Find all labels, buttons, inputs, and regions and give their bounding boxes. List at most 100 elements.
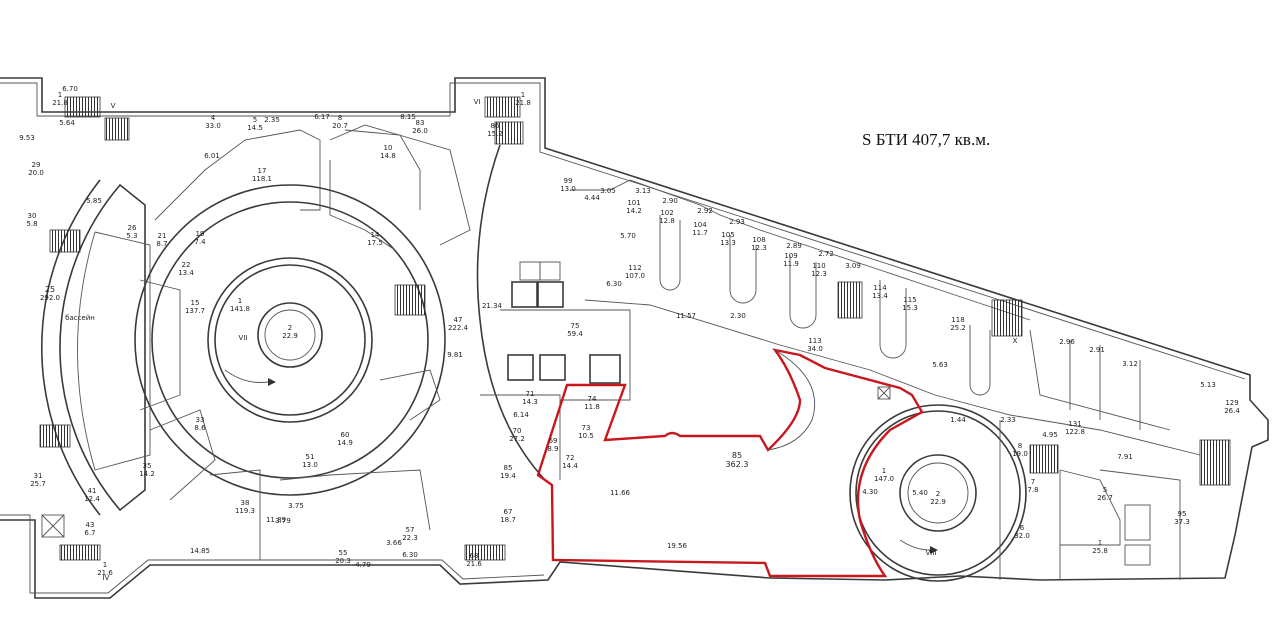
room-number: 6 bbox=[1020, 524, 1025, 532]
stair-towers bbox=[41, 96, 891, 561]
room-area: 18.7 bbox=[500, 516, 516, 524]
room-area: 22.9 bbox=[930, 498, 946, 506]
room-number: 2 bbox=[288, 324, 292, 332]
room-number: 17 bbox=[258, 167, 267, 175]
room-number: 57 bbox=[406, 526, 415, 534]
total-area-title: S БТИ 407,7 кв.м. bbox=[862, 130, 991, 149]
room-number: 1 bbox=[521, 91, 525, 99]
dimension: 2.30 bbox=[730, 312, 746, 320]
room-number: 22 bbox=[182, 261, 191, 269]
dimension: 3.75 bbox=[288, 502, 304, 510]
room-area: 21.8 bbox=[52, 99, 68, 107]
room-number: 109 bbox=[784, 252, 797, 260]
dimension: 2.92 bbox=[697, 207, 713, 215]
room-area: 15.2 bbox=[487, 130, 503, 138]
room-number: 33 bbox=[196, 416, 205, 424]
roman-numeral: IV bbox=[103, 574, 110, 582]
room-number: 72 bbox=[566, 454, 575, 462]
room-number: 70 bbox=[513, 427, 522, 435]
room-area: 21.6 bbox=[97, 569, 113, 577]
room-area: 19.0 bbox=[1012, 450, 1028, 458]
room-area: 22.3 bbox=[402, 534, 418, 542]
room-number: 74 bbox=[588, 395, 597, 403]
room-area: 10.5 bbox=[578, 432, 594, 440]
room-number: 7 bbox=[1031, 478, 1035, 486]
room-number: 38 bbox=[241, 499, 250, 507]
room-number: 14 bbox=[371, 231, 380, 239]
dimension: 1.44 bbox=[950, 416, 966, 424]
central-spine bbox=[476, 144, 631, 481]
room-area: 122.8 bbox=[1065, 428, 1085, 436]
room-area: 33.0 bbox=[205, 122, 221, 130]
room-area: 14.5 bbox=[247, 124, 263, 132]
room-area: 147.0 bbox=[874, 475, 894, 483]
room-area: 26.7 bbox=[1097, 494, 1113, 502]
dimension: 2.89 bbox=[786, 242, 802, 250]
room-area: 141.8 bbox=[230, 305, 250, 313]
room-area: 14.2 bbox=[626, 207, 642, 215]
room-area: 15.3 bbox=[902, 304, 918, 312]
dimension: 6.01 bbox=[204, 152, 220, 160]
room-area: 118.1 bbox=[252, 175, 272, 183]
room-number: 105 bbox=[721, 231, 734, 239]
inner-rooms-left bbox=[139, 124, 471, 560]
room-number: 1 bbox=[238, 297, 242, 305]
room-area: 19.4 bbox=[500, 472, 516, 480]
dimension: 3.79 bbox=[275, 517, 291, 525]
room-area: 362.3 bbox=[726, 460, 749, 469]
room-area: 14.8 bbox=[380, 152, 396, 160]
dimension: 2.72 bbox=[818, 250, 834, 258]
room-number: 131 bbox=[1068, 420, 1081, 428]
room-area: 25.2 bbox=[950, 324, 966, 332]
room-number: 21 bbox=[158, 232, 167, 240]
building-outline bbox=[0, 77, 1269, 599]
dimension: 9.53 bbox=[19, 134, 35, 142]
dimension: 6.70 bbox=[62, 85, 78, 93]
dimension: 5.70 bbox=[620, 232, 636, 240]
room-area: 21.6 bbox=[466, 560, 482, 568]
room-number: 115 bbox=[903, 296, 916, 304]
room-area: 8.6 bbox=[194, 424, 206, 432]
room-number: 19 bbox=[196, 230, 205, 238]
dimension: 4.30 bbox=[862, 488, 878, 496]
room-number: 95 bbox=[1178, 510, 1187, 518]
dimension: 5.13 bbox=[1200, 381, 1216, 389]
room-number: 25 bbox=[45, 285, 55, 294]
room-number: 67 bbox=[504, 508, 513, 516]
dimension: 5.85 bbox=[86, 197, 102, 205]
room-area: 17.5 bbox=[367, 239, 383, 247]
dimension-labels: 6.70 5.64 8.15 6.17 2.35 9.81 21.34 11.5… bbox=[19, 85, 1216, 569]
room-number: 83 bbox=[416, 119, 425, 127]
dimension: 5.63 bbox=[932, 361, 948, 369]
room-number: 108 bbox=[752, 236, 765, 244]
room-number: 118 bbox=[951, 316, 964, 324]
roman-numeral: VII bbox=[239, 334, 248, 342]
room-number: 129 bbox=[1225, 399, 1238, 407]
roman-numeral: V bbox=[111, 102, 116, 110]
room-area: 11.8 bbox=[584, 403, 600, 411]
room-number: 31 bbox=[34, 472, 43, 480]
dimension: 6.30 bbox=[402, 551, 418, 559]
room-number: 85 bbox=[732, 451, 742, 460]
dimension: 2.93 bbox=[729, 218, 745, 226]
room-area: 34.0 bbox=[807, 345, 823, 353]
dimension: 4.95 bbox=[1042, 431, 1058, 439]
room-area: 37.3 bbox=[1174, 518, 1190, 526]
room-area: 13.0 bbox=[302, 461, 318, 469]
room-area: 12.3 bbox=[751, 244, 767, 252]
room-number: 112 bbox=[628, 264, 641, 272]
dimension: 21.34 bbox=[482, 302, 503, 310]
room-number: 15 bbox=[191, 299, 200, 307]
room-area: 222.4 bbox=[448, 324, 469, 332]
room-area: 14.3 bbox=[522, 398, 538, 406]
room-area: 5.8 bbox=[26, 220, 37, 228]
room-area: 119.3 bbox=[235, 507, 255, 515]
room-number: 69 bbox=[549, 437, 558, 445]
room-number: 1 bbox=[103, 561, 107, 569]
room-number: 55 bbox=[339, 549, 348, 557]
room-number: 26 bbox=[128, 224, 137, 232]
room-number: 51 bbox=[306, 453, 315, 461]
dimension: 6.30 bbox=[606, 280, 622, 288]
room-number: 5 bbox=[1103, 486, 1107, 494]
